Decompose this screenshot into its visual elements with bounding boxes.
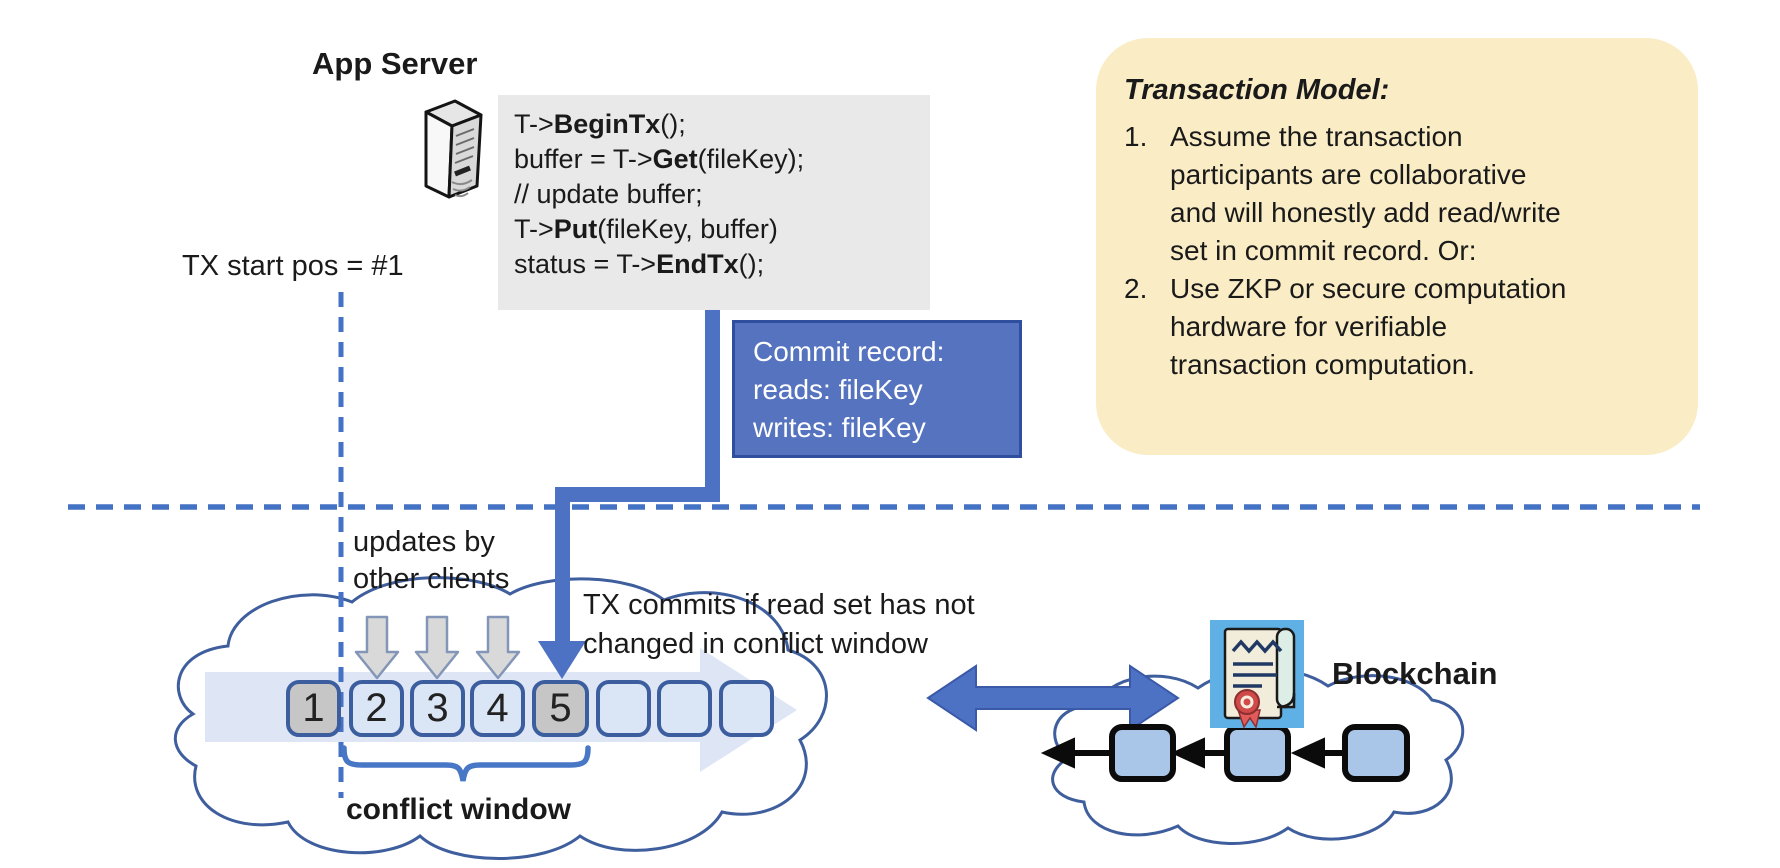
update-arrows bbox=[354, 615, 521, 680]
timeline-slot-2: 2 bbox=[349, 680, 404, 737]
commit-record-line: reads: fileKey bbox=[753, 374, 923, 405]
code-line: buffer = T->Get(fileKey); bbox=[514, 144, 805, 174]
item-text: Use ZKP or secure computation hardware f… bbox=[1170, 273, 1567, 380]
timeline-slot-8 bbox=[719, 680, 774, 737]
chain-blocks bbox=[1109, 724, 1410, 782]
commit-record-box: Commit record: reads: fileKey writes: fi… bbox=[732, 320, 1022, 458]
block bbox=[1224, 724, 1291, 782]
code-line: status = T->EndTx(); bbox=[514, 249, 765, 279]
timeline-slot-7 bbox=[657, 680, 712, 737]
updates-by-other-clients-label: updates by other clients bbox=[353, 526, 510, 595]
timeline-slot-1: 1 bbox=[286, 680, 341, 737]
sync-double-arrow bbox=[926, 664, 1180, 732]
item-number: 1. bbox=[1124, 121, 1148, 152]
certificate-icon bbox=[1210, 620, 1304, 729]
block bbox=[1342, 724, 1410, 782]
app-server-title: App Server bbox=[312, 46, 478, 81]
timeline-slot-6 bbox=[596, 680, 651, 737]
update-arrow-icon bbox=[414, 615, 460, 680]
code-line: T->BeginTx(); bbox=[514, 109, 686, 139]
conflict-window-label: conflict window bbox=[346, 793, 571, 826]
commit-record-line: writes: fileKey bbox=[753, 412, 926, 443]
item-text: Assume the transaction participants are … bbox=[1170, 121, 1561, 266]
timeline-slot-4: 4 bbox=[470, 680, 525, 737]
transaction-model-panel: Transaction Model: 1. Assume the transac… bbox=[1096, 38, 1698, 455]
tx-start-pos-label: TX start pos = #1 bbox=[182, 250, 404, 282]
commit-record-line: Commit record: bbox=[753, 336, 945, 367]
transaction-model-item: 1. Assume the transaction participants a… bbox=[1124, 118, 1561, 270]
item-number: 2. bbox=[1124, 273, 1148, 304]
block bbox=[1109, 724, 1176, 782]
update-arrow-icon bbox=[475, 615, 521, 680]
commit-flow-arrow bbox=[538, 300, 720, 679]
transaction-code-block: T->BeginTx(); buffer = T->Get(fileKey); … bbox=[498, 95, 930, 310]
code-line: // update buffer; bbox=[514, 179, 703, 209]
chain-links bbox=[1040, 737, 1345, 769]
timeline-slot-3: 3 bbox=[410, 680, 465, 737]
timeline-slot-5: 5 bbox=[532, 680, 589, 737]
transaction-model-item: 2. Use ZKP or secure computation hardwar… bbox=[1124, 270, 1566, 384]
update-arrow-icon bbox=[354, 615, 400, 680]
conflict-window-brace bbox=[341, 745, 591, 782]
tx-commits-note: TX commits if read set has not changed i… bbox=[583, 589, 975, 660]
code-line: T->Put(fileKey, buffer) bbox=[514, 214, 778, 244]
server-icon bbox=[424, 99, 483, 199]
transaction-model-title: Transaction Model: bbox=[1124, 74, 1390, 106]
blockchain-label: Blockchain bbox=[1332, 656, 1498, 691]
